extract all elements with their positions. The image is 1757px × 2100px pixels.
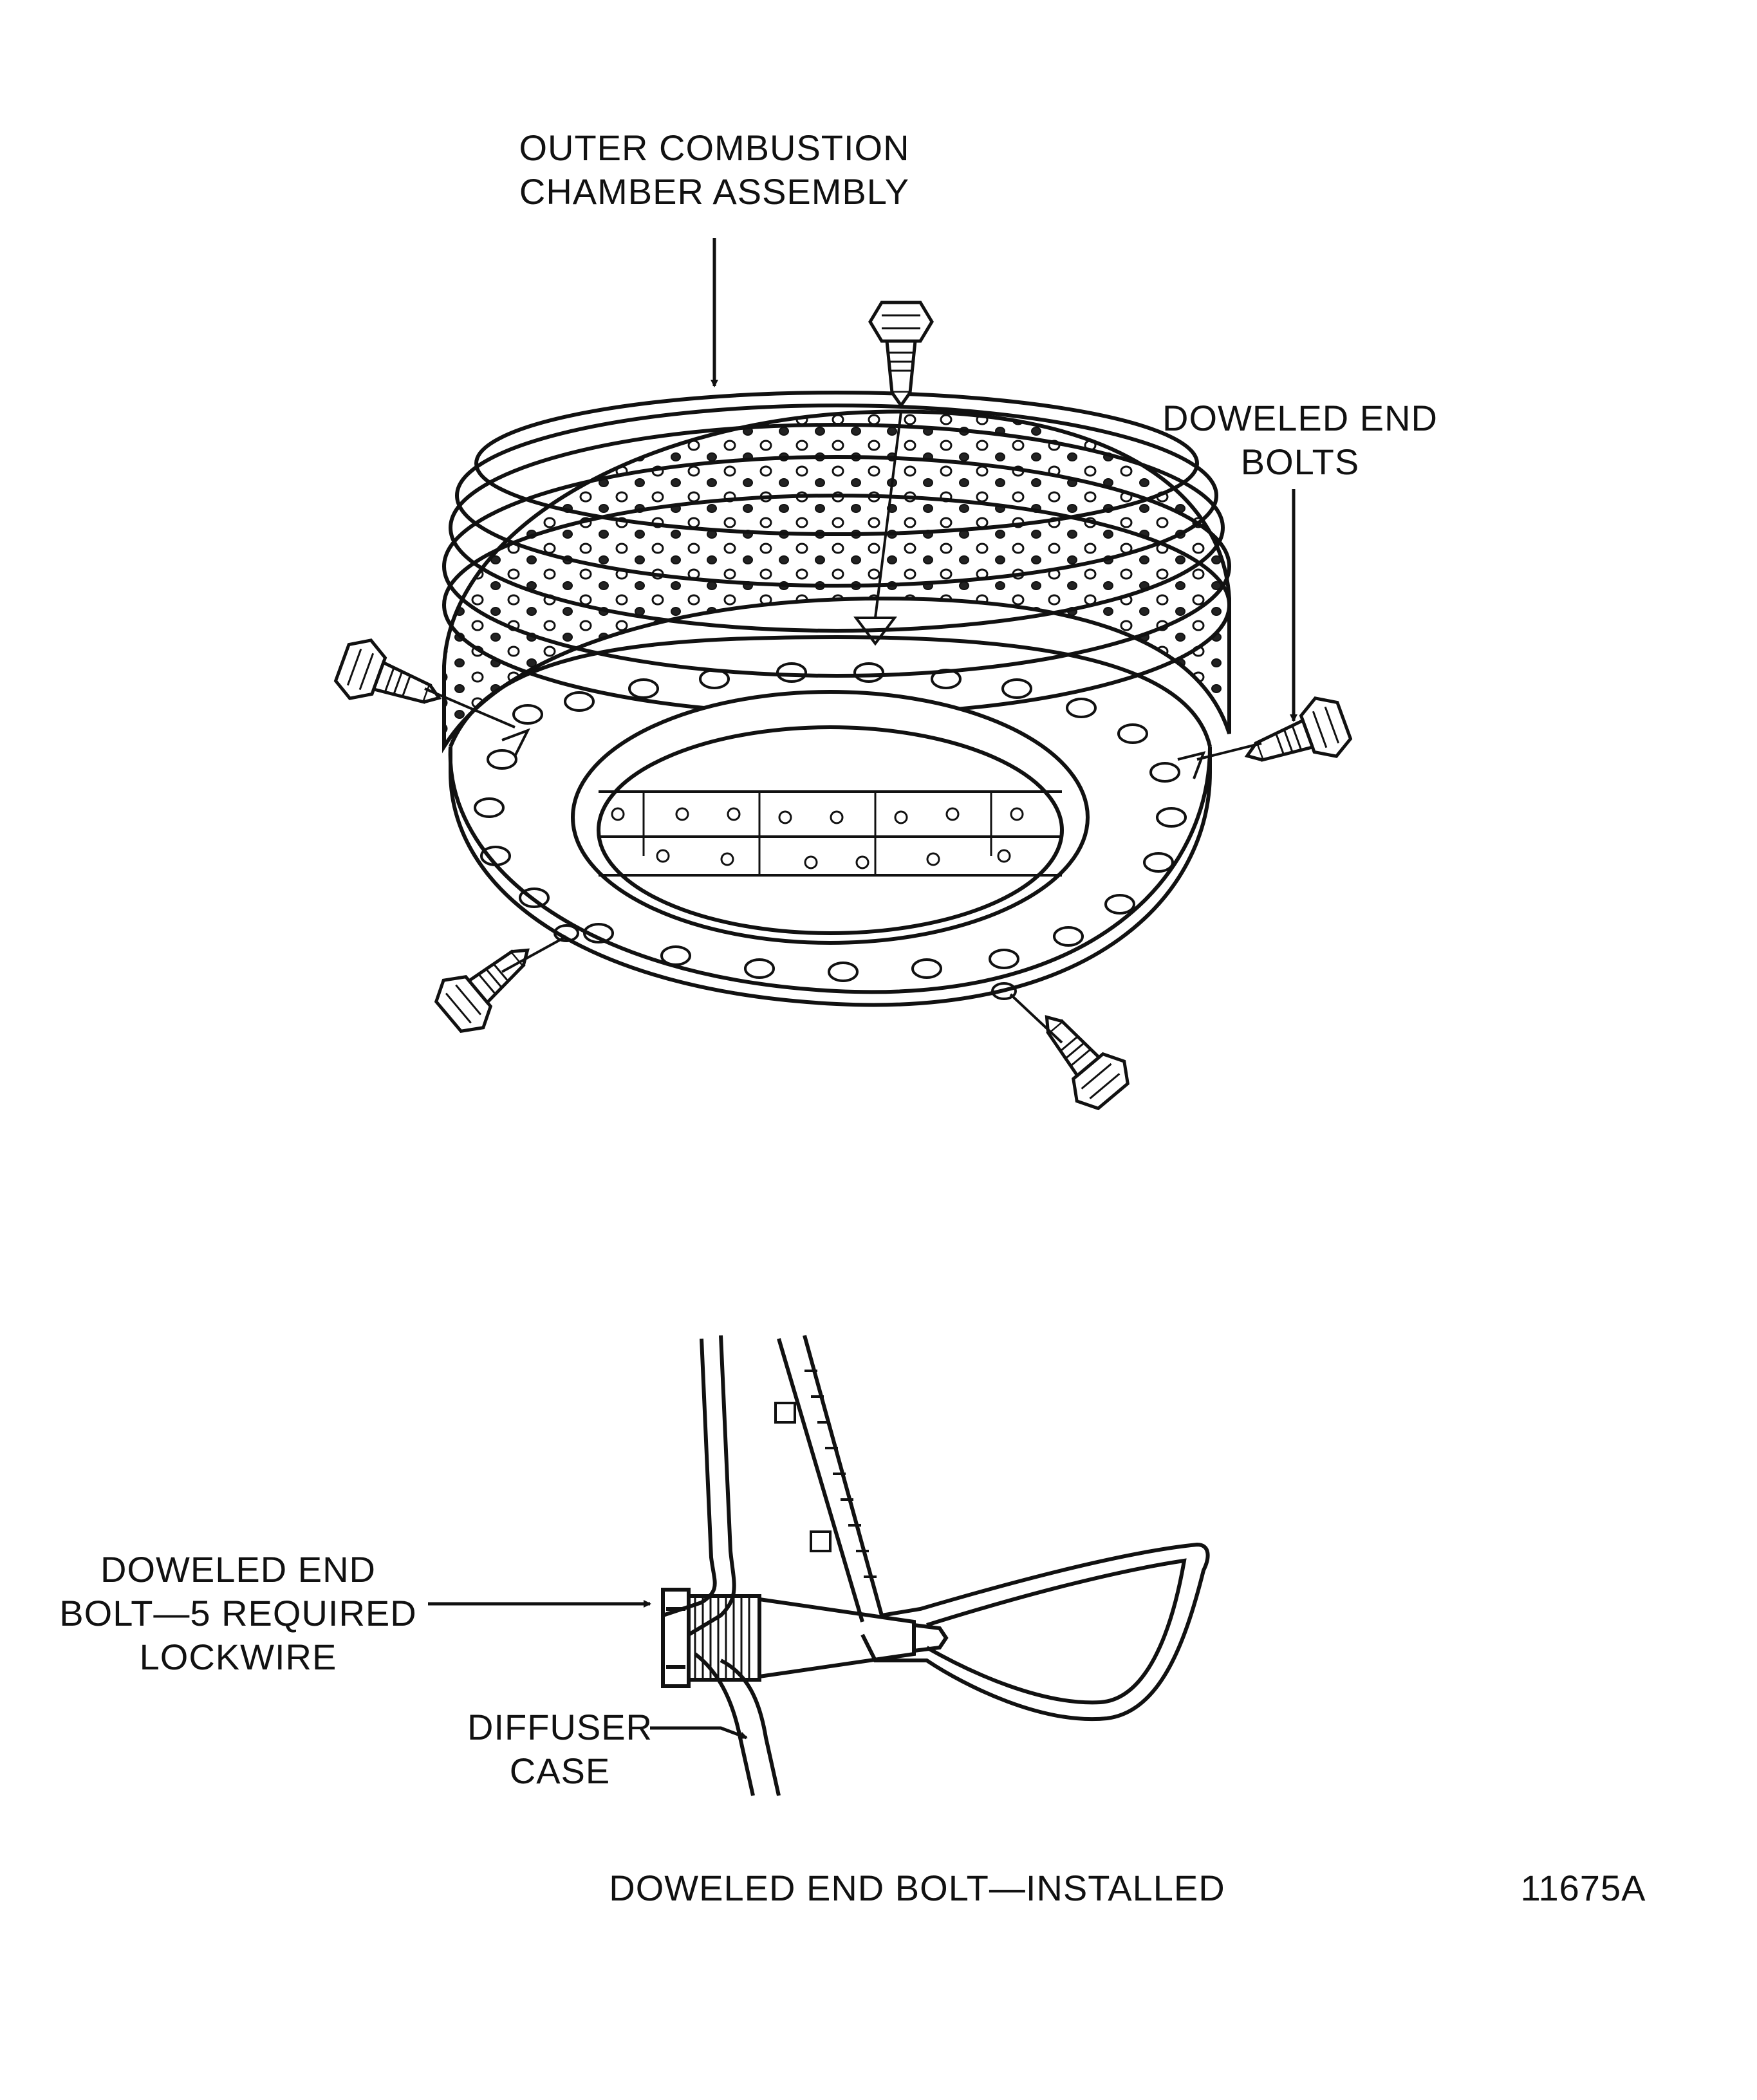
- combustion-chamber-drawing: [442, 391, 1231, 1007]
- diffuser-case-label-line-2: CASE: [509, 1751, 611, 1791]
- doweled-end-bolts-label: DOWELED END BOLTS: [1152, 396, 1448, 484]
- doweled-end-bolts-label-line-1: DOWELED END: [1162, 398, 1438, 438]
- diffuser-case-label: DIFFUSER CASE: [451, 1705, 669, 1793]
- diffuser-case-label-line-1: DIFFUSER: [467, 1707, 653, 1747]
- outer-chamber-label-line-2: CHAMBER ASSEMBLY: [519, 171, 910, 212]
- doweled-end-bolts-label-line-2: BOLTS: [1240, 441, 1360, 482]
- doweled-end-bolt-required-label: DOWELED END BOLT—5 REQUIRED LOCKWIRE: [45, 1548, 431, 1679]
- doweled-end-bolts-drawing: [331, 302, 1354, 1116]
- cross-section-drawing: [661, 1335, 1210, 1796]
- doweled-end-bolt-label-line-2: BOLT—5 REQUIRED: [59, 1593, 417, 1633]
- figure-caption: DOWELED END BOLT—INSTALLED: [609, 1868, 1225, 1908]
- doweled-end-bolt-label-line-1: DOWELED END: [100, 1549, 376, 1590]
- lockwire-label: LOCKWIRE: [139, 1637, 337, 1677]
- diffuser-case-leader: [650, 1726, 748, 1740]
- outer-chamber-label: OUTER COMBUSTION CHAMBER ASSEMBLY: [508, 126, 920, 214]
- figure-number: 11675A: [1520, 1868, 1646, 1908]
- outer-chamber-label-line-1: OUTER COMBUSTION: [519, 127, 910, 168]
